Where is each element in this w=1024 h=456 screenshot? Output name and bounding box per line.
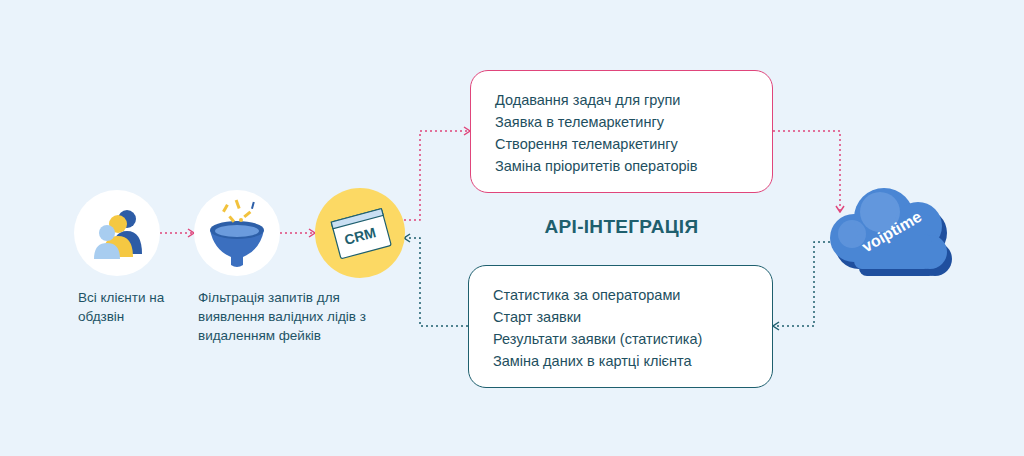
dotted-connector <box>160 232 194 234</box>
node-text: Заміна даних в картці клієнта <box>493 350 752 372</box>
node-text: Статистика за операторами <box>493 284 752 306</box>
node-text: Всі клієнти на обдзвін <box>74 288 174 326</box>
node-text: Результати заявки (статистика) <box>493 328 752 350</box>
cloud-shape: voiptime <box>826 176 952 288</box>
process-circle: Всі клієнти на обдзвін <box>74 190 174 326</box>
response-box: Статистика за операторамиСтарт заявкиРез… <box>468 265 773 388</box>
integration-label: API-ІНТЕГРАЦІЯ <box>470 216 773 238</box>
node-text: Фільтрація запитів для виявлення валідни… <box>194 288 366 345</box>
request-box: Додавання задач для групиЗаявка в телема… <box>470 70 773 193</box>
node-text: Заміна пріоритетів операторів <box>495 155 752 177</box>
dotted-connector <box>773 131 840 212</box>
dotted-connector <box>404 131 470 220</box>
node-text: Створення телемаркетингу <box>495 133 752 155</box>
dotted-connector <box>280 232 315 234</box>
node-text: Заявка в телемаркетингу <box>495 111 752 133</box>
dotted-connector <box>404 238 468 326</box>
node-outline <box>74 190 160 276</box>
crm-circle: CRM <box>315 188 405 278</box>
node-outline <box>194 190 280 276</box>
node-text: Додавання задач для групи <box>495 89 752 111</box>
dotted-connector <box>773 242 830 326</box>
node-text: Старт заявки <box>493 306 752 328</box>
